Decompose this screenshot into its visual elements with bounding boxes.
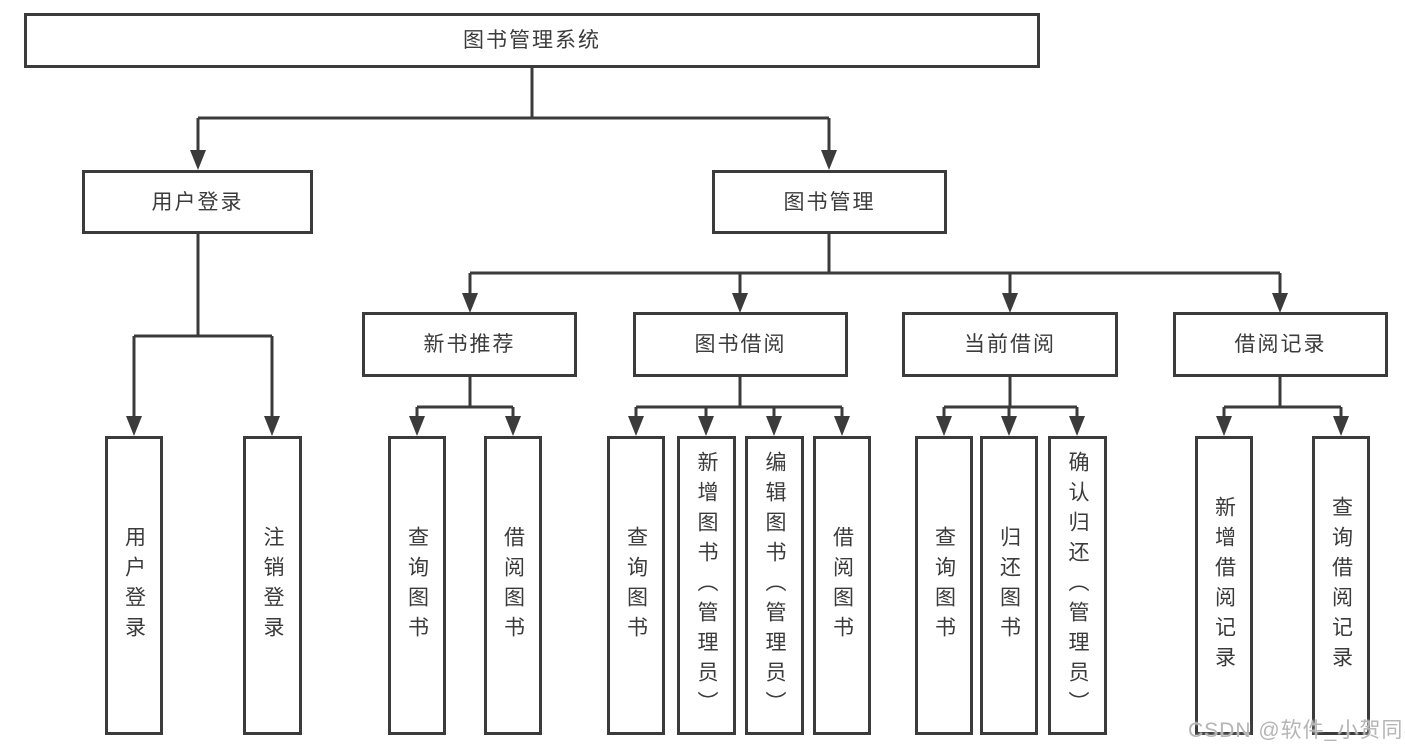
node-label: 确认归还（管理员） bbox=[1066, 450, 1089, 721]
leaf-query-books-current: 查询图书 bbox=[915, 436, 973, 735]
node-label: 注销登录 bbox=[261, 525, 284, 646]
node-label: 当前借阅 bbox=[964, 333, 1056, 356]
node-label: 查询图书 bbox=[405, 525, 429, 646]
node-label: 新书推荐 bbox=[423, 333, 516, 356]
leaf-query-borrow-record: 查询借阅记录 bbox=[1312, 436, 1370, 735]
arrow-to-new-book-recommend bbox=[462, 293, 478, 313]
leaf-borrow-books-recommend: 借阅图书 bbox=[484, 436, 542, 735]
arrow-leaf-3 bbox=[409, 416, 425, 436]
node-label: 借阅图书 bbox=[830, 525, 854, 646]
leaf-query-books-borrow: 查询图书 bbox=[607, 436, 665, 735]
node-label: 新增图书（管理员） bbox=[695, 450, 718, 721]
arrow-leaf-5 bbox=[628, 416, 644, 436]
node-book-borrowing: 图书借阅 bbox=[633, 312, 848, 377]
leaf-user-login: 用户登录 bbox=[105, 436, 163, 735]
node-label: 查询借阅记录 bbox=[1329, 495, 1353, 676]
arrow-to-book-borrowing bbox=[732, 293, 748, 313]
node-label: 查询图书 bbox=[932, 525, 956, 646]
leaf-edit-books-admin: 编辑图书（管理员） bbox=[745, 436, 804, 735]
leaf-confirm-return-admin: 确认归还（管理员） bbox=[1048, 436, 1107, 735]
leaf-add-books-admin: 新增图书（管理员） bbox=[677, 436, 736, 735]
arrow-leaf-6 bbox=[698, 416, 714, 436]
leaf-return-books: 归还图书 bbox=[980, 436, 1038, 735]
leaf-borrow-books: 借阅图书 bbox=[813, 436, 871, 735]
node-library-system: 图书管理系统 bbox=[24, 13, 1040, 68]
arrow-leaf-7 bbox=[766, 416, 782, 436]
node-label: 归还图书 bbox=[997, 525, 1021, 646]
arrow-to-current-borrowing bbox=[1002, 293, 1018, 313]
node-label: 用户登录 bbox=[122, 525, 146, 646]
node-label: 用户登录 bbox=[151, 190, 244, 214]
leaf-query-books-recommend: 查询图书 bbox=[388, 436, 446, 735]
arrow-to-user-login bbox=[190, 150, 206, 170]
node-label: 图书借阅 bbox=[694, 333, 787, 356]
leaf-logout: 注销登录 bbox=[243, 436, 302, 735]
node-new-book-recommend: 新书推荐 bbox=[362, 312, 577, 377]
arrow-leaf-13 bbox=[1333, 416, 1349, 436]
node-book-management: 图书管理 bbox=[712, 170, 947, 234]
arrow-leaf-1 bbox=[126, 416, 142, 436]
arrow-leaf-2 bbox=[264, 416, 280, 436]
leaf-add-borrow-record: 新增借阅记录 bbox=[1195, 436, 1253, 735]
node-user-login: 用户登录 bbox=[82, 170, 313, 234]
node-label: 图书管理系统 bbox=[463, 29, 601, 52]
node-label: 借阅记录 bbox=[1234, 333, 1327, 356]
node-current-borrowing: 当前借阅 bbox=[902, 312, 1118, 377]
arrow-to-borrowing-records bbox=[1272, 293, 1288, 313]
arrow-leaf-9 bbox=[936, 416, 952, 436]
arrow-leaf-8 bbox=[834, 416, 850, 436]
arrow-leaf-4 bbox=[505, 416, 521, 436]
node-label: 图书管理 bbox=[783, 190, 876, 214]
node-label: 新增借阅记录 bbox=[1212, 495, 1236, 676]
csdn-watermark: CSDN @软件_小贺同学 bbox=[1188, 719, 1405, 742]
node-label: 查询图书 bbox=[624, 525, 648, 646]
arrowheads bbox=[126, 150, 1349, 436]
arrow-leaf-10 bbox=[1001, 416, 1017, 436]
arrow-to-book-management bbox=[821, 150, 837, 170]
tree-connector-path bbox=[132, 68, 1343, 418]
node-borrowing-records: 借阅记录 bbox=[1173, 312, 1388, 377]
node-label: 借阅图书 bbox=[501, 525, 525, 646]
node-label: 编辑图书（管理员） bbox=[763, 450, 786, 721]
arrow-leaf-12 bbox=[1216, 416, 1232, 436]
arrow-leaf-11 bbox=[1069, 416, 1085, 436]
